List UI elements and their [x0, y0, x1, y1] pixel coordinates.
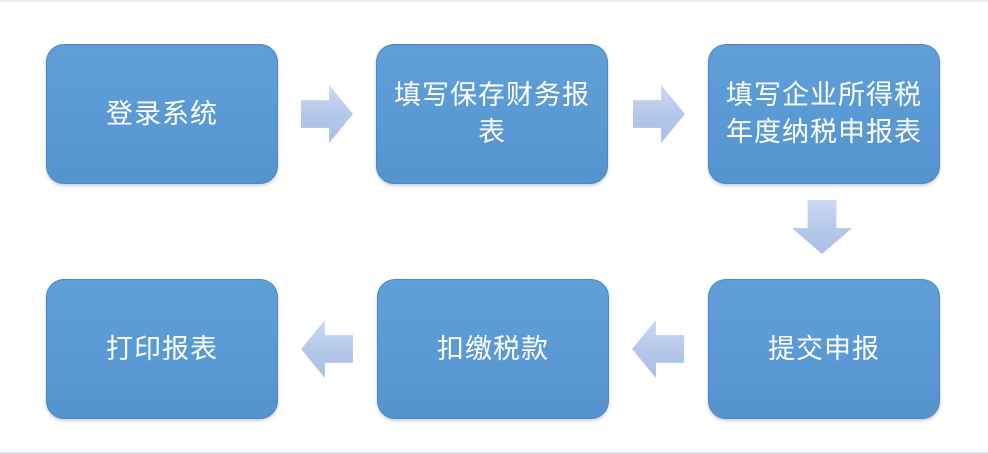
arrow-right-icon	[633, 85, 685, 143]
arrow-left-icon	[632, 320, 684, 378]
arrow-left-icon	[301, 320, 353, 378]
flow-node-fill-save-financial-statements: 填写保存财务报表	[376, 44, 608, 184]
flow-node-fill-cit-annual-tax-return: 填写企业所得税年度纳税申报表	[708, 44, 940, 184]
flow-node-print-statements: 打印报表	[46, 279, 278, 419]
arrow-down-icon	[792, 200, 852, 254]
flow-node-login-system: 登录系统	[46, 44, 278, 184]
arrow-right-icon	[301, 85, 353, 143]
flow-node-submit-declaration: 提交申报	[708, 279, 940, 419]
flow-node-withhold-pay-tax: 扣缴税款	[377, 279, 609, 419]
